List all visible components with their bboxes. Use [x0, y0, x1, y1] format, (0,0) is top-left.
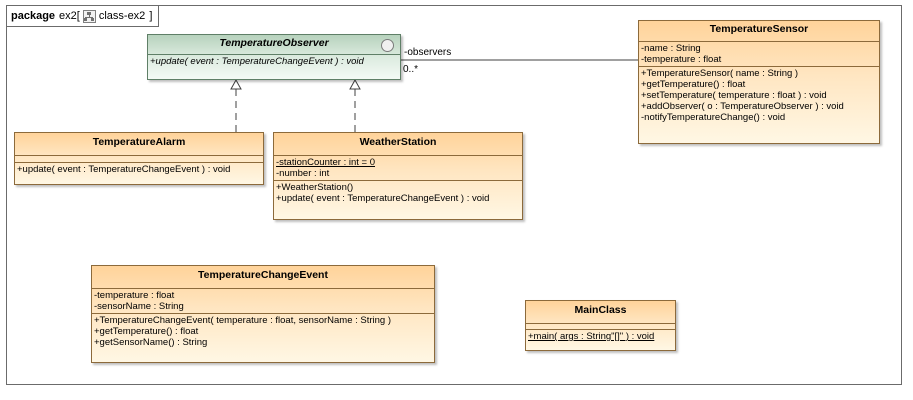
- operation: +addObserver( o : TemperatureObserver ) …: [641, 101, 844, 112]
- operation: +getTemperature() : float: [94, 326, 199, 337]
- attributes-section: -stationCounter : int = 0 -number : int: [274, 155, 522, 180]
- class-main-class[interactable]: MainClass +main( args : String"[]" ) : v…: [525, 300, 676, 351]
- association-role-label: -observers: [404, 47, 452, 58]
- operations-section: +TemperatureSensor( name : String ) +get…: [639, 66, 879, 124]
- operations-section: +update( event : TemperatureChangeEvent …: [148, 54, 400, 68]
- operations-section: +WeatherStation() +update( event : Tempe…: [274, 180, 522, 205]
- operation: +getSensorName() : String: [94, 337, 208, 348]
- class-name: TemperatureObserver: [219, 37, 329, 49]
- diagram-name: class-ex2: [98, 10, 146, 22]
- association-multiplicity-label: 0..*: [403, 64, 419, 75]
- attributes-section: [15, 155, 263, 162]
- class-temperature-observer[interactable]: TemperatureObserver +update( event : Tem…: [147, 34, 401, 80]
- operation: -notifyTemperatureChange() : void: [641, 112, 786, 123]
- operation: +TemperatureSensor( name : String ): [641, 68, 799, 79]
- class-name: TemperatureSensor: [709, 23, 809, 35]
- operation: +update( event : TemperatureChangeEvent …: [17, 164, 231, 175]
- attributes-section: -temperature : float -sensorName : Strin…: [92, 288, 434, 313]
- operation: +getTemperature() : float: [641, 79, 746, 90]
- class-name: WeatherStation: [359, 136, 437, 148]
- class-weather-station[interactable]: WeatherStation -stationCounter : int = 0…: [273, 132, 523, 220]
- class-temperature-alarm[interactable]: TemperatureAlarm +update( event : Temper…: [14, 132, 264, 185]
- class-diagram-icon: [82, 9, 96, 23]
- operation: +setTemperature( temperature : float ) :…: [641, 90, 827, 101]
- attributes-section: [526, 323, 675, 329]
- class-name: MainClass: [574, 304, 627, 316]
- package-frame: package ex2 [ class-ex2 ]: [6, 5, 902, 385]
- operation: +main( args : String"[]" ) : void: [528, 331, 655, 342]
- open-bracket: [: [76, 10, 80, 22]
- attribute: -temperature : float: [94, 290, 175, 301]
- attribute: -temperature : float: [641, 54, 722, 65]
- operations-section: +main( args : String"[]" ) : void: [526, 329, 675, 343]
- operation: +update( event : TemperatureChangeEvent …: [276, 193, 490, 204]
- operation: +update( event : TemperatureChangeEvent …: [150, 56, 364, 67]
- realization-arrowhead-alarm: [230, 78, 242, 90]
- class-temperature-sensor[interactable]: TemperatureSensor -name : String -temper…: [638, 20, 880, 144]
- package-keyword: package: [11, 10, 56, 22]
- attribute: -name : String: [641, 43, 701, 54]
- operation: +WeatherStation(): [276, 182, 354, 193]
- attribute: -sensorName : String: [94, 301, 184, 312]
- class-name: TemperatureAlarm: [92, 136, 186, 148]
- class-name: TemperatureChangeEvent: [198, 269, 328, 281]
- operations-section: +update( event : TemperatureChangeEvent …: [15, 162, 263, 176]
- operations-section: +TemperatureChangeEvent( temperature : f…: [92, 313, 434, 349]
- package-name: ex2: [59, 10, 77, 22]
- operation: +TemperatureChangeEvent( temperature : f…: [94, 315, 392, 326]
- realization-arrowhead-station: [349, 78, 361, 90]
- interface-circle-icon: [381, 39, 394, 52]
- close-bracket: ]: [149, 10, 153, 22]
- package-tab[interactable]: package ex2 [ class-ex2 ]: [7, 6, 160, 27]
- attributes-section: -name : String -temperature : float: [639, 41, 879, 66]
- attribute: -stationCounter : int = 0: [276, 157, 376, 168]
- attribute: -number : int: [276, 168, 330, 179]
- class-temperature-change-event[interactable]: TemperatureChangeEvent -temperature : fl…: [91, 265, 435, 363]
